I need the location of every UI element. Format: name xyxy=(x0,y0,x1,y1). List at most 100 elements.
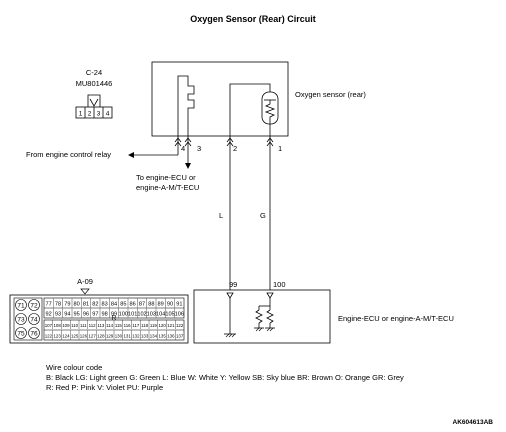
terminal-2-label: 2 xyxy=(233,144,237,153)
c24-connector-id: C-24 xyxy=(86,68,102,77)
a09-pin-label: 103 xyxy=(147,312,156,318)
a09-power-pin-label: 73 xyxy=(17,317,25,324)
a09-pin-label: 92 xyxy=(46,312,52,318)
a09-pin-label: 98 xyxy=(102,312,108,318)
a09-power-pin-75 xyxy=(15,327,27,339)
a09-key-marker-icon xyxy=(80,288,90,295)
a09-pin-label: 120 xyxy=(158,323,166,328)
ecu-input-circuit xyxy=(254,292,275,332)
terminal-3-pin xyxy=(184,136,192,169)
a09-power-pin-label: 74 xyxy=(30,317,38,324)
a09-power-pin-76 xyxy=(28,327,40,339)
a09-power-pin-label: 71 xyxy=(17,303,25,310)
a09-power-pin-label: 75 xyxy=(17,331,25,338)
a09-pin-label: 111 xyxy=(80,323,87,328)
c24-connector-icon xyxy=(75,94,113,119)
a09-pin-label: 95 xyxy=(74,312,80,318)
to-ecu-annotation-line1: To engine-ECU or xyxy=(136,173,196,182)
a09-pin-label: 107 xyxy=(45,323,53,328)
a09-power-pin-label: 72 xyxy=(30,303,38,310)
ecu-pin-99-label: 99 xyxy=(229,280,237,289)
a09-pin-label: 89 xyxy=(158,302,164,308)
a09-pin-label: 118 xyxy=(141,323,149,328)
a09-pin-label: 99 xyxy=(111,312,117,318)
a09-pin-label: 93 xyxy=(55,312,61,318)
a09-pin-label: 82 xyxy=(92,302,98,308)
a09-pin-label: 79 xyxy=(64,302,70,308)
a09-pin-label: 94 xyxy=(64,312,70,318)
a09-pin-label: 102 xyxy=(137,312,146,318)
relay-feed-arrow xyxy=(128,152,178,158)
a09-power-pin-label: 76 xyxy=(30,331,38,338)
a09-pin-label: 106 xyxy=(175,312,184,318)
a09-pin-label: 96 xyxy=(83,312,89,318)
terminal-3-label: 3 xyxy=(197,144,201,153)
a09-power-pin-73 xyxy=(15,313,27,325)
a09-power-pin-72 xyxy=(28,299,40,311)
heater-element-icon xyxy=(177,75,195,136)
a09-pin-label: 97 xyxy=(92,312,98,318)
a09-pin-label: 100 xyxy=(119,312,128,318)
a09-pin-label: 113 xyxy=(97,323,105,328)
figure-code: AK604613AB xyxy=(453,419,494,426)
a09-pin-label: 83 xyxy=(102,302,108,308)
a09-pin-label: 109 xyxy=(62,323,70,328)
a09-pin-label: 122 xyxy=(45,334,53,339)
a09-pin-label: 78 xyxy=(55,302,61,308)
a09-pin-label: 81 xyxy=(83,302,89,308)
a09-pin-label: 88 xyxy=(148,302,154,308)
a09-pin-label: 131 xyxy=(123,334,131,339)
a09-pin-label: 91 xyxy=(176,302,182,308)
a09-pin-label: 110 xyxy=(71,323,79,328)
a09-pin-label: 123 xyxy=(53,334,61,339)
terminal-4-label: 4 xyxy=(181,144,185,153)
ecu-ground-circuit xyxy=(224,292,236,338)
legend-heading: Wire colour code xyxy=(46,363,102,372)
oxygen-sensor-box xyxy=(151,61,289,137)
a09-pin-label: 122 xyxy=(176,323,184,328)
a09-power-pin-71 xyxy=(15,299,27,311)
a09-pin-label: 126 xyxy=(80,334,88,339)
a09-pin-label: 77 xyxy=(46,302,52,308)
a09-pin-label: 117 xyxy=(132,323,140,328)
diagram-title: Oxygen Sensor (Rear) Circuit xyxy=(190,14,316,24)
terminal-4-pin xyxy=(174,136,182,155)
ecu-label: Engine-ECU or engine-A-M/T-ECU xyxy=(338,314,454,323)
a09-pin-label: 125 xyxy=(71,334,79,339)
a09-pin-label: 104 xyxy=(156,312,165,318)
legend-line-1: B: Black LG: Light green G: Green L: Blu… xyxy=(46,373,404,382)
sensing-element-icon xyxy=(229,83,279,136)
a09-pin-label: 129 xyxy=(106,334,114,339)
ecu-box xyxy=(193,289,331,344)
ecu-pin-100-label: 100 xyxy=(273,280,286,289)
a09-pin-label: 137 xyxy=(176,334,184,339)
a09-pin-label: 85 xyxy=(120,302,126,308)
a09-pin-label: 132 xyxy=(132,334,140,339)
a09-pin-label: 87 xyxy=(139,302,145,308)
legend-line-2: R: Red P: Pink V: Violet PU: Purple xyxy=(46,383,163,392)
a09-pin-label: 84 xyxy=(111,302,117,308)
oxygen-sensor-label: Oxygen sensor (rear) xyxy=(295,90,366,99)
a09-pin-label: 134 xyxy=(150,334,158,339)
a09-pin-label: 115 xyxy=(115,323,123,328)
a09-pin-label: 136 xyxy=(167,334,175,339)
a09-r-marker: R xyxy=(112,315,117,322)
c24-pin-1: 1 xyxy=(79,111,83,118)
c24-pin-2: 2 xyxy=(88,111,92,118)
terminal-1-label: 1 xyxy=(278,144,282,153)
a09-pin-label: 114 xyxy=(106,323,114,328)
a09-pin-label: 90 xyxy=(167,302,173,308)
wire-l-colour: L xyxy=(219,211,223,220)
a09-pin-label: 133 xyxy=(141,334,149,339)
from-relay-annotation: From engine control relay xyxy=(26,150,111,159)
a09-pin-label: 130 xyxy=(115,334,123,339)
a09-pin-label: 128 xyxy=(97,334,105,339)
a09-power-pin-74 xyxy=(28,313,40,325)
a09-pin-label: 101 xyxy=(128,312,137,318)
c24-part-number: MU801446 xyxy=(76,79,113,88)
a09-pin-label: 124 xyxy=(62,334,70,339)
a09-pin-label: 112 xyxy=(89,323,97,328)
a09-pin-label: 105 xyxy=(165,312,174,318)
